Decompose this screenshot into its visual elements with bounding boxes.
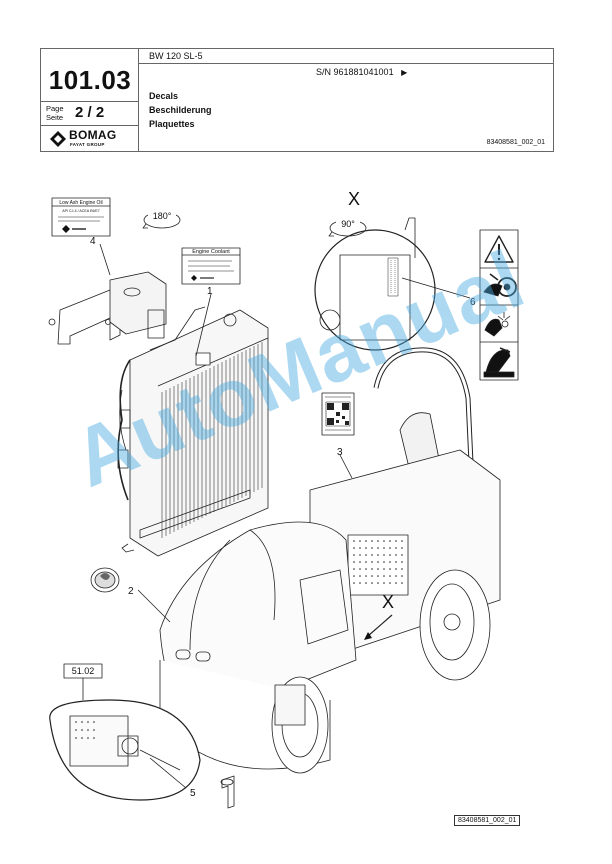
page-label-de: Seite xyxy=(46,113,64,122)
small-bracket-decal xyxy=(220,775,235,809)
view-x-marker-top: X xyxy=(348,189,360,209)
hot-surface-icon xyxy=(484,312,511,337)
footer-reference-code: 83408581_002_01 xyxy=(454,815,521,826)
bomag-logo-icon xyxy=(50,131,66,147)
title-fr: Plaquettes xyxy=(149,119,195,129)
page-label: Page Seite xyxy=(46,104,64,122)
hand-crush-icon xyxy=(483,273,517,297)
panel-detail-circle xyxy=(314,217,471,351)
rotate-180-icon: 180° xyxy=(142,210,181,229)
callout-4: 4 xyxy=(90,236,96,247)
coolant-label-title: Engine Coolant xyxy=(192,249,230,255)
round-decal xyxy=(90,567,120,593)
serial-text: S/N 961881041001 xyxy=(316,67,394,77)
page-separator: / xyxy=(87,104,92,121)
coolant-decal-label: Engine Coolant xyxy=(181,247,241,285)
warning-triangle-icon xyxy=(484,235,514,263)
callout-6: 6 xyxy=(470,297,476,308)
serial-arrow-icon: ▶ xyxy=(401,68,408,77)
operator-manual-icon xyxy=(483,347,515,378)
callout-5: 5 xyxy=(190,788,196,799)
warning-pictogram-strip xyxy=(479,229,519,381)
oil-decal-label: Low Ash Engine Oil API CJ-4 / ACEA E6/E7 xyxy=(51,197,111,237)
logo-text: BOMAG xyxy=(69,128,117,142)
page-number: 2 / 2 xyxy=(75,104,104,121)
rotation-90-text: 90° xyxy=(341,219,355,229)
logo-subtext: FAYAT GROUP xyxy=(70,142,105,147)
section-titles: Decals Beschilderung Plaquettes xyxy=(149,89,212,131)
page-current: 2 xyxy=(75,104,84,121)
detail-reference-box: 51.02 xyxy=(63,663,103,700)
oil-label-line: API CJ-4 / ACEA E6/E7 xyxy=(62,209,100,213)
divider xyxy=(41,125,138,126)
rotation-180-text: 180° xyxy=(153,211,172,221)
title-en: Decals xyxy=(149,91,179,101)
callout-3: 3 xyxy=(337,447,343,458)
model-name: BW 120 SL-5 xyxy=(149,51,203,61)
view-x-marker-machine: X xyxy=(382,592,394,612)
decal-location-drawing: Low Ash Engine Oil API CJ-4 / ACEA E6/E7… xyxy=(48,189,519,809)
page-total: 2 xyxy=(95,104,105,121)
detail-circle-lower xyxy=(49,699,201,801)
callout-2: 2 xyxy=(128,586,134,597)
divider xyxy=(41,101,138,102)
reference-code: 83408581_002_01 xyxy=(486,139,545,146)
serial-number: S/N 961881041001 ▶ xyxy=(316,67,407,77)
qr-code-decal xyxy=(321,392,355,436)
title-de: Beschilderung xyxy=(149,105,212,115)
title-block: 101.03 Page Seite 2 / 2 BOMAG FAYAT GROU… xyxy=(40,48,554,152)
divider xyxy=(138,63,554,64)
rotate-90-icon: 90° xyxy=(328,218,367,237)
divider xyxy=(138,49,139,152)
callout-1: 1 xyxy=(207,286,213,297)
oil-label-title: Low Ash Engine Oil xyxy=(59,200,102,206)
detail-ref-text: 51.02 xyxy=(72,666,95,676)
page-label-en: Page xyxy=(46,104,64,113)
doc-number: 101.03 xyxy=(48,65,132,95)
engine-cooler-assembly xyxy=(48,271,269,557)
roller-machine xyxy=(159,347,501,774)
